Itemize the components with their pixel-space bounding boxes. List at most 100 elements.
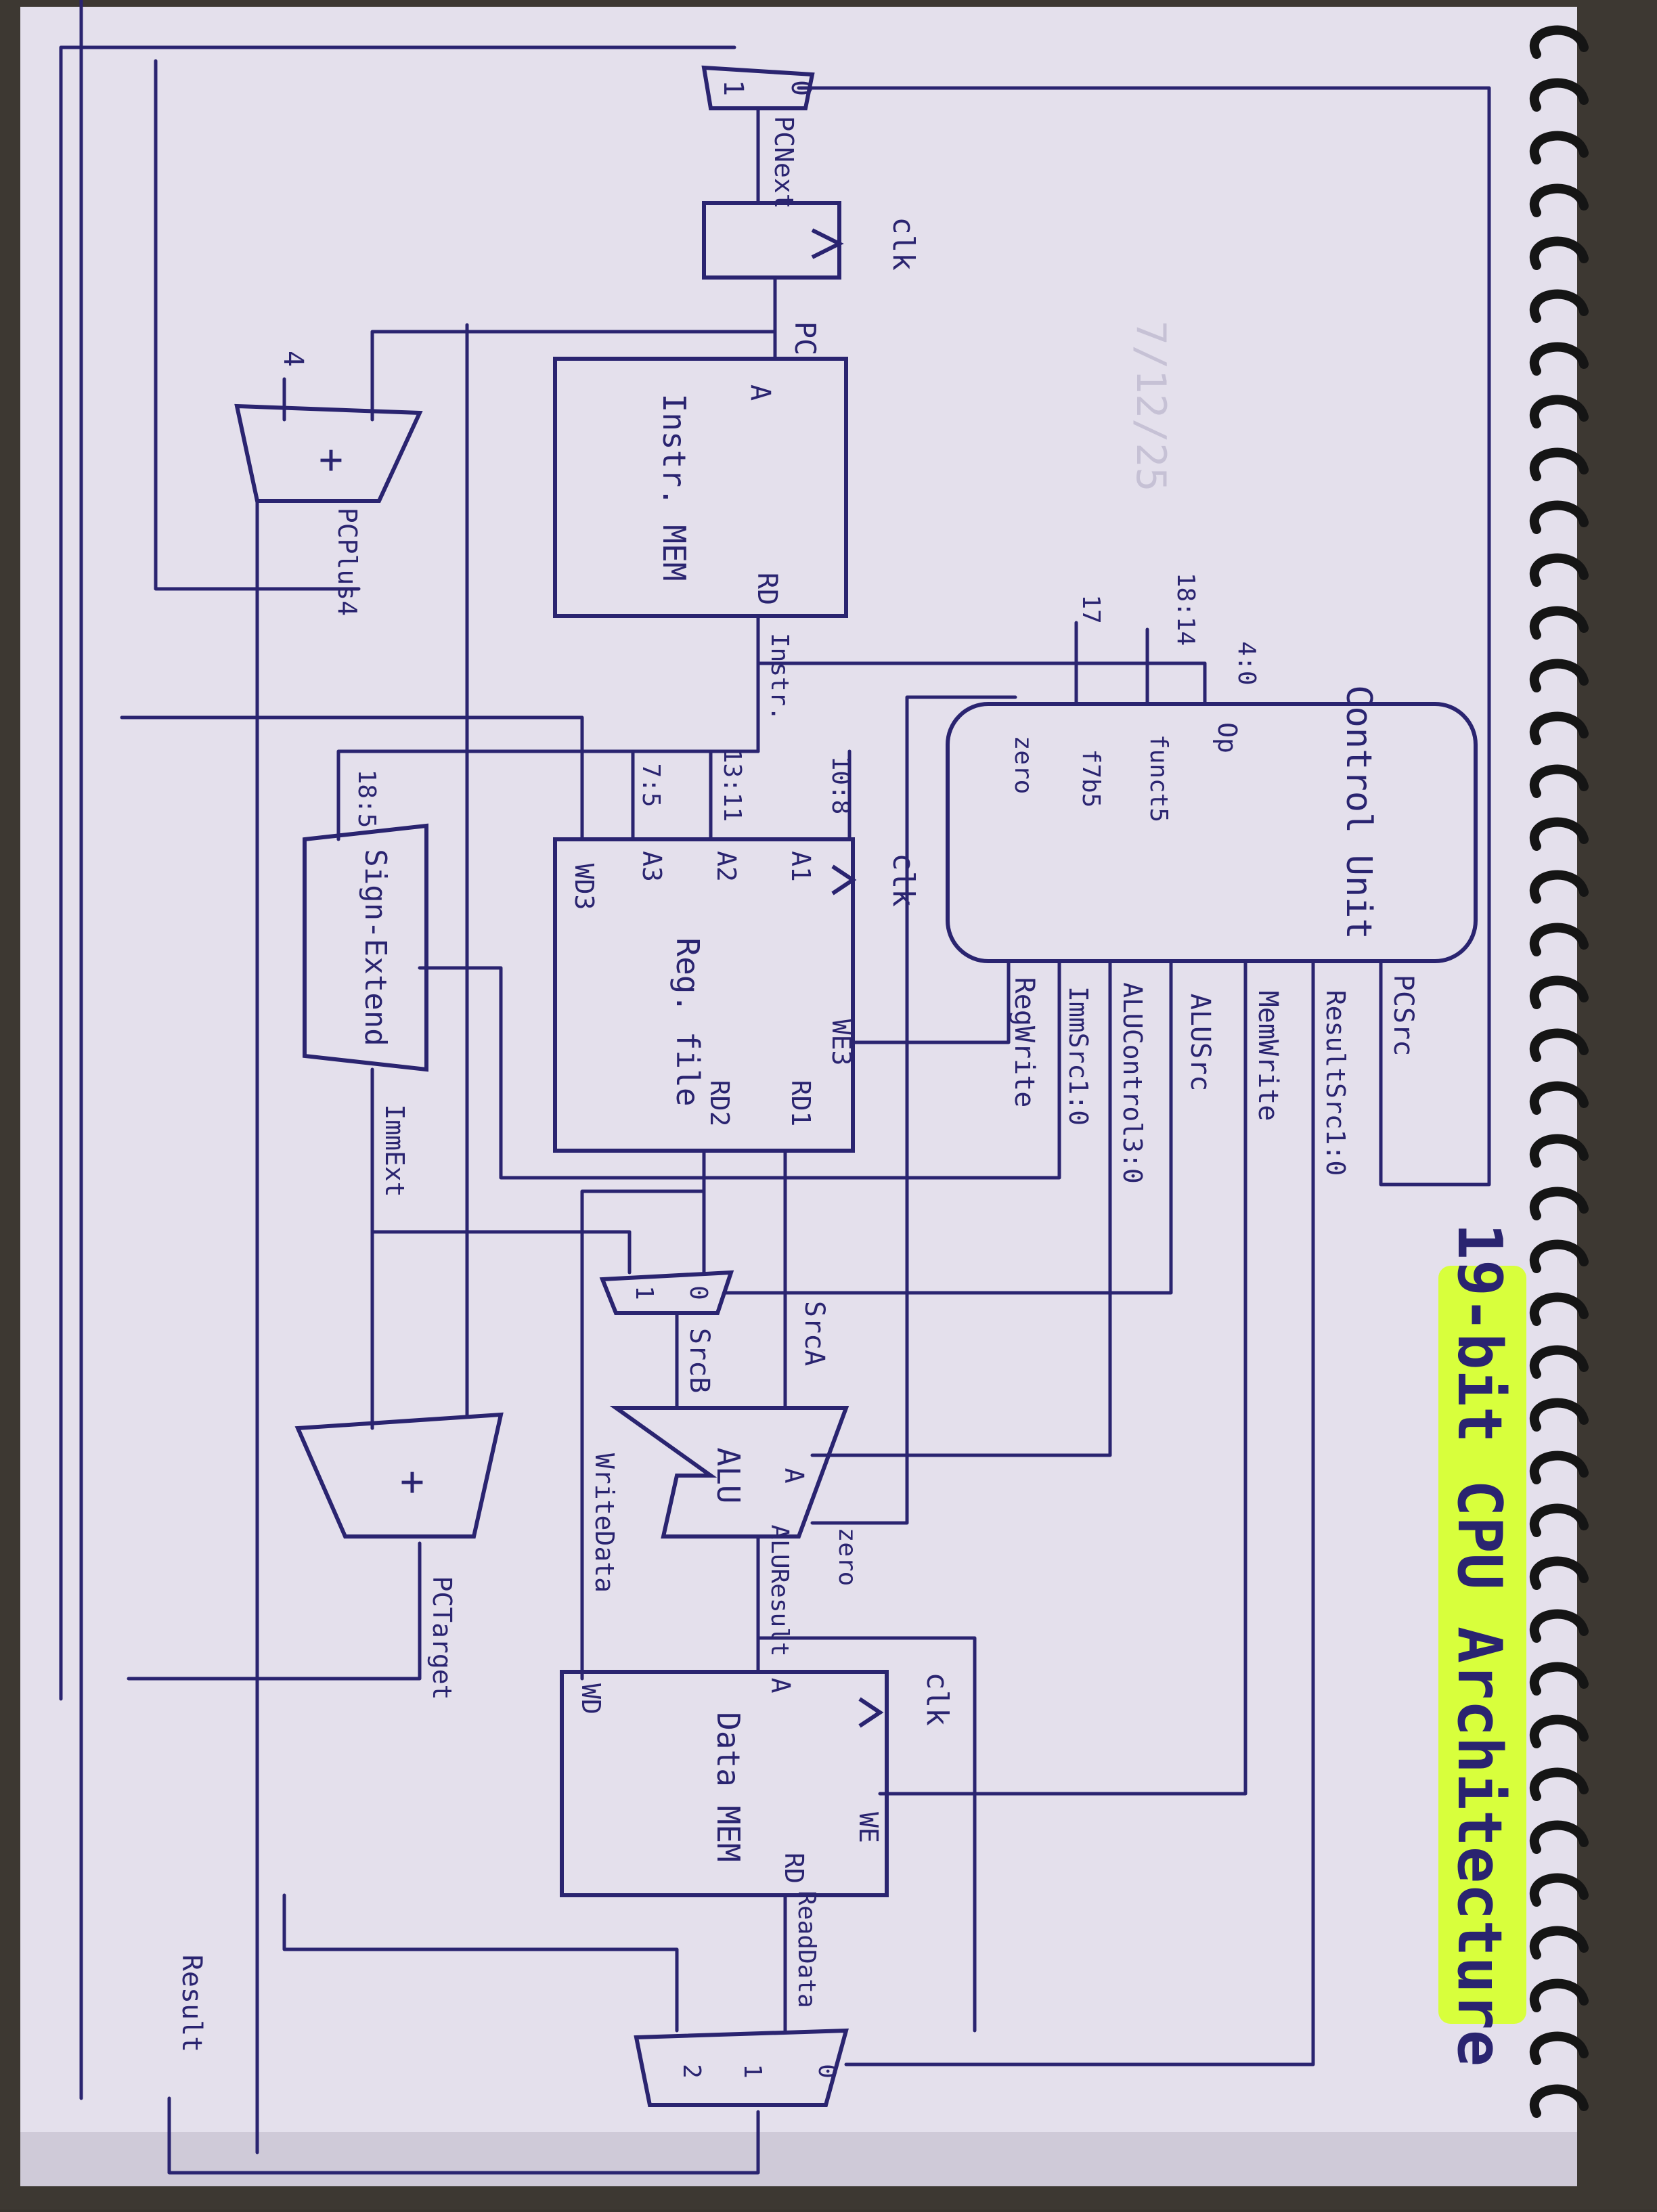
alu-src-a-port: A	[779, 1468, 809, 1484]
alu-src-wire	[722, 959, 1173, 1295]
spiral-coil	[1530, 183, 1589, 217]
pc-label: PC	[789, 322, 822, 356]
result-label: Result	[176, 1955, 207, 2053]
pctarget-label: PCTarget	[427, 1576, 457, 1700]
cu-zero: zero	[1009, 736, 1037, 795]
result-out-wire	[167, 2096, 760, 2175]
spiral-coil	[1530, 1187, 1589, 1220]
mux-result-in1: 1	[738, 2064, 766, 2079]
alucontrol-label: ALUControl3:0	[1118, 982, 1147, 1183]
datamem-clk: clk	[920, 1672, 954, 1725]
wd3-wire	[120, 715, 584, 841]
spiral-coil	[1530, 711, 1589, 745]
pcplus4-to-resultmux	[282, 1893, 679, 2033]
sign-extend-bits: 18:5	[353, 770, 380, 828]
pc-mux	[701, 65, 815, 110]
immext-to-mux	[370, 1230, 632, 1275]
srcb-label: SrcB	[684, 1328, 715, 1393]
mux-result-in0: 0	[813, 2064, 841, 2079]
instr-mem-port-a: A	[745, 384, 776, 401]
page-shadow	[20, 2132, 1577, 2186]
mux-srcb-in1: 1	[630, 1285, 658, 1300]
regfile-rd1: RD1	[786, 1080, 816, 1127]
spiral-coil	[1530, 342, 1589, 376]
spiral-coil	[1530, 1239, 1589, 1273]
reg-file-block	[553, 837, 855, 1153]
regfile-clk-triangle	[831, 864, 857, 895]
alusrc-label: ALUSrc	[1185, 994, 1216, 1092]
adder-pctarget-symbol: +	[389, 1470, 437, 1495]
regfile-a1: A1	[786, 851, 816, 882]
a1-bits: 10:8	[826, 756, 854, 815]
spiral-coil	[1530, 2084, 1589, 2118]
spiral-coil	[1530, 817, 1589, 851]
spiral-coil	[1530, 1451, 1589, 1484]
spiral-coil	[1530, 553, 1589, 587]
spiral-coil	[1530, 1715, 1589, 1748]
resultsrc-label: ResultSrc1:0	[1321, 990, 1350, 1176]
pcplus4-adder	[234, 403, 423, 503]
instr-label: Instr.	[766, 633, 793, 721]
pctarget-adder	[294, 1412, 504, 1539]
rd2-writedata	[580, 1189, 706, 1681]
spiral-coil	[1530, 2031, 1589, 2065]
sign-extend-label: Sign-Extend	[358, 849, 393, 1046]
pc-clk-triangle	[811, 228, 844, 259]
zero-out-wire	[810, 695, 1017, 1525]
spiral-coil	[1530, 975, 1589, 1009]
zero-flag-label: zero	[833, 1528, 861, 1587]
wires	[59, 0, 1491, 2175]
mux-result-in2: 2	[678, 2064, 705, 2079]
op-bits: 4:0	[1233, 641, 1260, 685]
immext-label: ImmExt	[380, 1104, 410, 1197]
f7b5-bits: 17	[1077, 594, 1105, 623]
pcsrc-label: PCSrc	[1388, 975, 1419, 1056]
a2-bits: 13:11	[718, 749, 746, 822]
regfile-a2: A2	[711, 851, 741, 882]
pcplus4-label: PCPlus4	[332, 508, 362, 616]
spiral-coil	[1530, 25, 1589, 59]
spiral-coil	[1530, 1081, 1589, 1115]
result-mux	[634, 2028, 849, 2107]
alu-result-to-mux	[756, 1636, 977, 2033]
alu-block	[609, 1406, 849, 1539]
spiral-coil	[1530, 1398, 1589, 1432]
spiral-coil	[1530, 1820, 1589, 1854]
datamem-wd: WD	[576, 1683, 606, 1715]
a3-bits: 7:5	[637, 763, 665, 807]
spiral-coil	[1530, 1767, 1589, 1801]
spiral-coil	[1530, 606, 1589, 640]
cu-op: Op	[1212, 722, 1242, 753]
instr-mem-block	[553, 357, 848, 618]
spiral-coil	[1530, 1609, 1589, 1643]
result-src-wire	[844, 959, 1315, 2066]
spiral-coil	[1530, 395, 1589, 428]
datamem-we: WE	[854, 1812, 883, 1843]
regfile-clk: clk	[886, 853, 921, 906]
writedata-label: WriteData	[590, 1453, 619, 1593]
alu-label: ALU	[710, 1447, 747, 1503]
memwrite-label: MemWrite	[1252, 991, 1283, 1122]
spiral-coil	[1530, 500, 1589, 534]
adder-plus4-symbol: +	[308, 448, 355, 472]
regfile-rd2: RD2	[705, 1080, 734, 1127]
spiral-coil	[1530, 236, 1589, 270]
regfile-we3: WE3	[826, 1019, 856, 1066]
spiral-coil	[1530, 289, 1589, 323]
reg-write-wire	[851, 959, 1011, 1044]
pcnext-label: PCNext	[769, 116, 799, 208]
datamem-rd: RD	[779, 1853, 809, 1884]
alu-control-wire	[810, 959, 1112, 1457]
pcsrc-wire	[797, 86, 1491, 1187]
pc-target-to-mux	[154, 59, 361, 591]
spiral-coil	[1530, 78, 1589, 112]
diagram-title: 19-bit CPU Architecture	[1444, 1223, 1515, 2066]
datamem-a: A	[766, 1678, 795, 1694]
spiral-coil	[1530, 1873, 1589, 1907]
pc-register	[702, 201, 841, 280]
pc-to-adder	[370, 330, 777, 422]
cu-f7b5: f7b5	[1077, 749, 1105, 808]
cu-funct5: funct5	[1145, 734, 1172, 822]
aluresult-label: ALUResult	[766, 1524, 793, 1656]
